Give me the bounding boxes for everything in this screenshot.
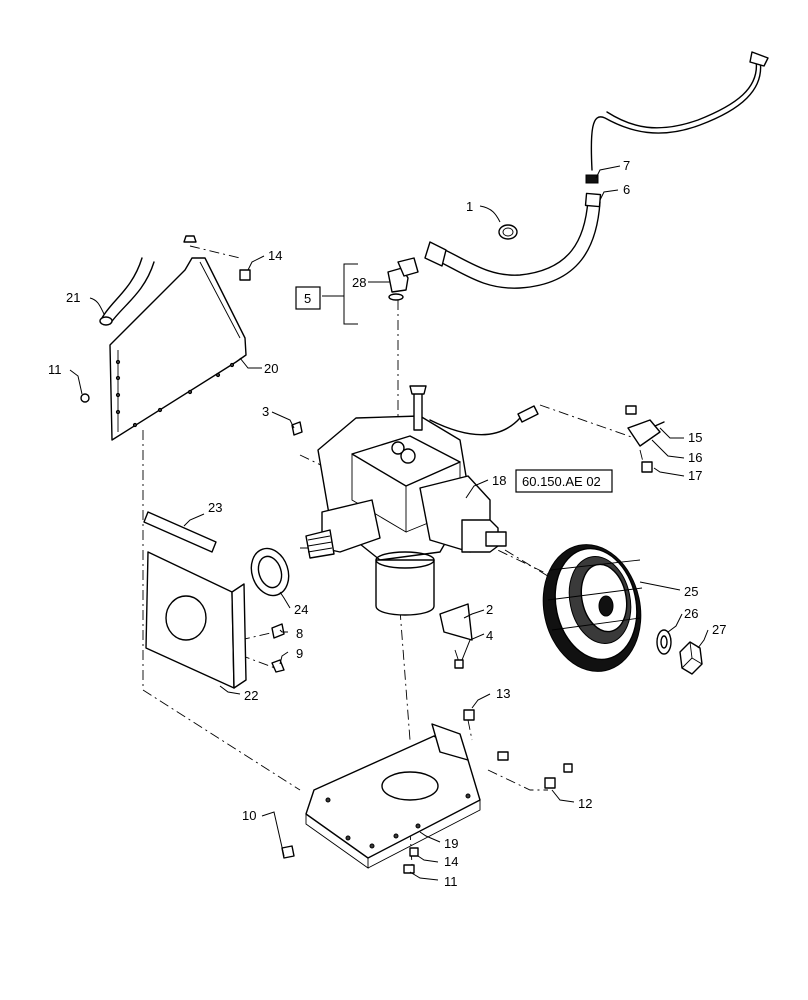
- callout-labels: 1 2 3 4 5 6 7 8 9 10 11 11 12 13 14 14 1…: [48, 158, 726, 889]
- callout-9: 9: [296, 646, 303, 661]
- callout-13: 13: [496, 686, 510, 701]
- callout-24: 24: [294, 602, 308, 617]
- callout-6: 6: [623, 182, 630, 197]
- callout-26: 26: [684, 606, 698, 621]
- callout-14-bottom: 14: [444, 854, 458, 869]
- callout-2: 2: [486, 602, 493, 617]
- callout-12: 12: [578, 796, 592, 811]
- clamp-ring: [498, 224, 518, 240]
- callout-3: 3: [262, 404, 269, 419]
- callout-19: 19: [444, 836, 458, 851]
- callout-10: 10: [242, 808, 256, 823]
- oil-line-hose: [585, 51, 769, 184]
- dipstick-cap: [749, 51, 769, 67]
- callout-14-top: 14: [268, 248, 282, 263]
- callout-27: 27: [712, 622, 726, 637]
- group-bracket: [322, 263, 358, 325]
- callout-4: 4: [486, 628, 493, 643]
- callout-22: 22: [244, 688, 258, 703]
- gearbox: [305, 385, 539, 616]
- elbow-fitting: [387, 257, 419, 301]
- callout-20: 20: [264, 361, 278, 376]
- seal-ring: [250, 547, 290, 597]
- hose-clamp-7: [585, 174, 599, 184]
- item-5-box: [295, 286, 321, 310]
- reference-box[interactable]: [515, 469, 613, 493]
- washer: [656, 629, 672, 655]
- leader-lines: [69, 165, 709, 881]
- callout-25: 25: [684, 584, 698, 599]
- pin: [143, 511, 217, 553]
- callout-15: 15: [688, 430, 702, 445]
- nut: [679, 641, 703, 675]
- callout-8: 8: [296, 626, 303, 641]
- callout-16: 16: [688, 450, 702, 465]
- hose-21: [99, 257, 155, 326]
- callout-11-top: 11: [48, 362, 62, 377]
- shield-plate: [145, 551, 247, 689]
- oil-tube-6: [424, 192, 602, 289]
- callout-18: 18: [492, 473, 506, 488]
- callout-5: 5: [304, 291, 311, 306]
- callout-23: 23: [208, 500, 222, 515]
- callout-21: 21: [66, 290, 80, 305]
- callout-11-bottom: 11: [444, 874, 458, 889]
- guard-panel: [109, 257, 247, 441]
- mounting-plate: [305, 723, 481, 869]
- callout-7: 7: [623, 158, 630, 173]
- tube-fitting: [424, 241, 447, 267]
- callout-1: 1: [466, 199, 473, 214]
- bracket-2: [439, 603, 473, 641]
- callout-17: 17: [688, 468, 702, 483]
- pulley: [542, 544, 643, 672]
- callout-28: 28: [352, 275, 366, 290]
- reference-label[interactable]: 60.150.AE 02: [522, 474, 601, 489]
- hardware: [80, 235, 665, 874]
